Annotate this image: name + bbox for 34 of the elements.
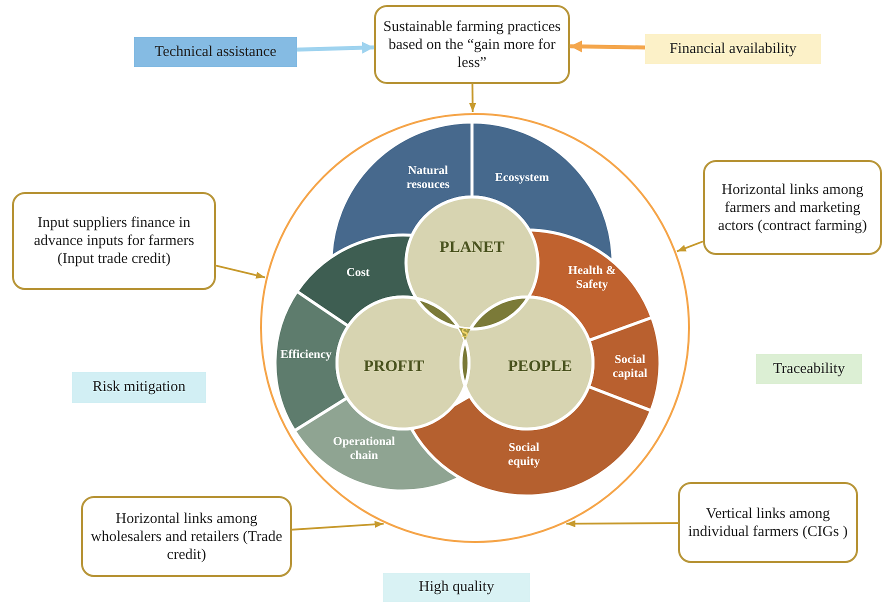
center-letter: S <box>461 325 468 342</box>
segment-label: Operational chain <box>332 435 396 463</box>
arrow <box>296 42 374 54</box>
rounded-box <box>12 192 216 290</box>
arrow <box>566 520 678 528</box>
venn-label: PEOPLE <box>508 358 572 376</box>
box-text: Input suppliers finance in advance inputs for farmers (Input trade credit) <box>32 214 196 268</box>
venn-label: PLANET <box>440 239 504 257</box>
arrow <box>570 40 646 52</box>
box-text: Vertical links among individual farmers (CIGs ) <box>687 504 849 540</box>
box-text: Horizontal links among wholesalers and retailers (Trade credit) <box>90 510 284 564</box>
segment-label: Cost <box>345 266 371 280</box>
rounded-box <box>81 496 292 577</box>
arrow <box>292 520 384 531</box>
highlighted-label: High quality <box>383 573 530 602</box>
segment-label: Natural resouces <box>405 164 451 192</box>
box-text: Horizontal links among farmers and marketing actors (contract farming) <box>716 180 868 234</box>
highlighted-label: Risk mitigation <box>72 372 206 403</box>
arrow <box>469 84 476 112</box>
segment-label: Health & Safety <box>567 264 617 292</box>
highlighted-label: Financial availability <box>645 34 821 64</box>
segment-label: Ecosystem <box>494 171 550 185</box>
segment-label: Social equity <box>506 441 541 469</box>
arrow <box>676 240 704 252</box>
arrow <box>216 264 266 279</box>
highlighted-label: Technical assistance <box>134 37 297 67</box>
rounded-box <box>703 160 882 255</box>
box-text: Sustainable farming practices based on the “gain more for less” <box>382 18 562 72</box>
rounded-box <box>374 5 570 84</box>
rounded-box <box>678 482 858 563</box>
segment-label: Social capital <box>612 353 648 381</box>
highlighted-label: Traceability <box>756 354 862 384</box>
venn-label: PROFIT <box>364 358 424 376</box>
segment-label: Efficiency <box>279 348 333 362</box>
